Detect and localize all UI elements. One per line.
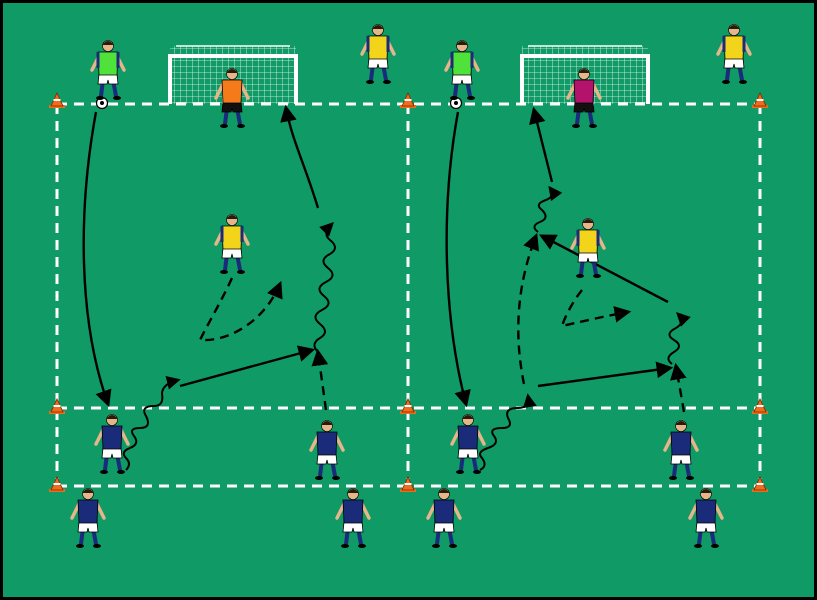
dribble-arrow <box>533 185 563 233</box>
run-arrow <box>670 362 687 413</box>
dribble-arrow <box>122 375 181 471</box>
player-attacker <box>309 420 345 480</box>
player-defender <box>360 24 396 84</box>
players <box>70 24 752 548</box>
pass-arrow <box>539 234 669 304</box>
run-arrow <box>517 232 539 385</box>
player-attacker <box>450 414 486 474</box>
movement-arrows <box>82 104 691 471</box>
player-goalkeeper <box>566 68 602 128</box>
player-defender <box>716 24 752 84</box>
shot-arrow <box>529 106 554 183</box>
player-goalkeeper <box>214 68 250 128</box>
pass-arrow <box>537 361 674 388</box>
pass-arrow <box>82 111 112 408</box>
shot-arrow <box>280 104 320 209</box>
cones <box>49 92 768 492</box>
player-defender-waiting <box>570 218 606 278</box>
player-defender-waiting <box>214 214 250 274</box>
dribble-arrow <box>313 222 336 353</box>
cone <box>752 398 768 414</box>
cone <box>752 92 768 108</box>
run-arrow <box>311 348 329 411</box>
player-reserve <box>70 488 106 548</box>
dribble-arrow <box>667 312 691 365</box>
player-server <box>444 40 480 100</box>
player-attacker <box>94 414 130 474</box>
ball-right <box>449 96 463 110</box>
cone <box>400 398 416 414</box>
dribble-arrow <box>479 393 537 471</box>
player-server <box>90 40 126 100</box>
cone <box>752 476 768 492</box>
cone <box>49 476 65 492</box>
player-reserve <box>426 488 462 548</box>
pass-arrow <box>445 111 471 408</box>
defender-run <box>198 277 283 342</box>
player-reserve <box>688 488 724 548</box>
player-attacker <box>663 420 699 480</box>
cone <box>400 92 416 108</box>
player-reserve <box>335 488 371 548</box>
cone <box>49 92 65 108</box>
cone <box>49 398 65 414</box>
cone <box>400 476 416 492</box>
pass-arrow <box>179 345 316 388</box>
